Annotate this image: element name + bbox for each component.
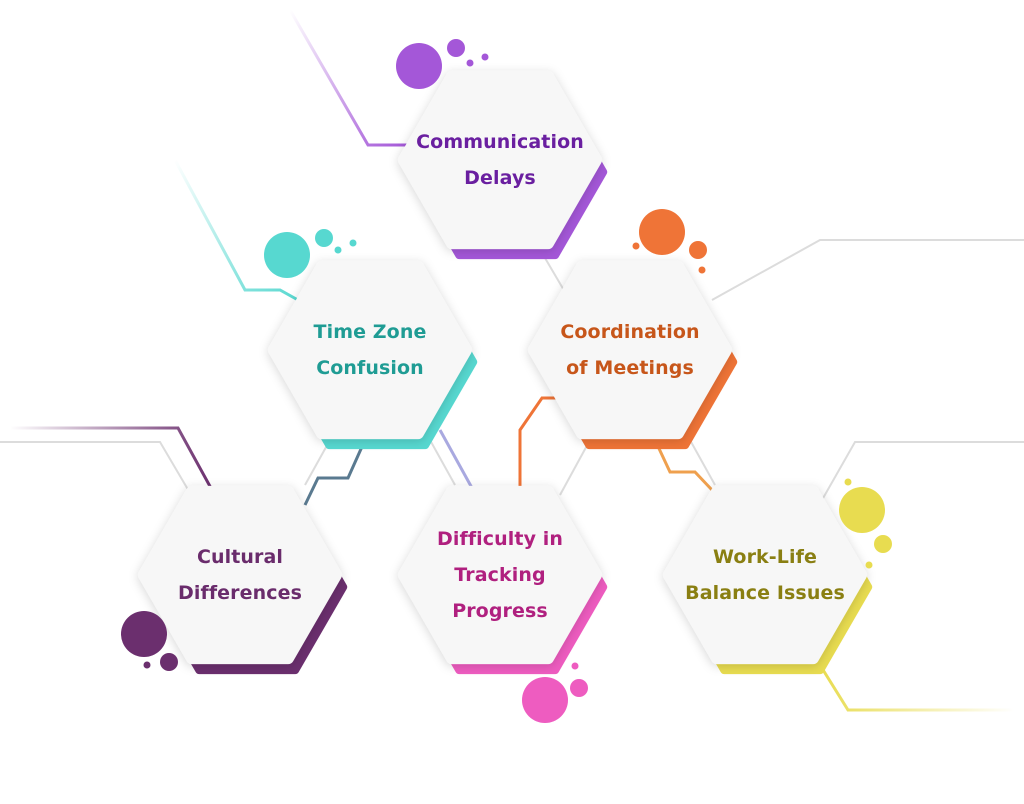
- bubbles-communication: [396, 39, 489, 89]
- hexagon-worklife: [663, 485, 873, 675]
- hexagon-card-icon: [268, 260, 472, 440]
- hexagon-label-line: Cultural: [196, 546, 284, 568]
- line-work: [818, 664, 1014, 712]
- bubbles-tracking: [522, 662, 588, 723]
- hexagon-label-line: of Meetings: [566, 357, 694, 379]
- grey-link-time-cult: [304, 439, 331, 486]
- line-comm: [288, 9, 408, 147]
- hexagon-label-line: Differences: [177, 582, 303, 604]
- hexagon-label-line: Communication: [416, 131, 584, 153]
- grey-link-coord-work: [689, 439, 716, 486]
- hexagon-label-coordination: Coordination of Meetings: [545, 314, 715, 386]
- line-coord-work: [653, 439, 714, 492]
- background-lines: [0, 239, 1024, 511]
- hexagon-label-line: Balance Issues: [685, 582, 845, 604]
- line-time: [173, 159, 299, 302]
- line-track-coord: [518, 396, 562, 490]
- bubbles-timezone: [264, 229, 357, 278]
- bubbles-worklife: [839, 478, 892, 569]
- hexagon-card-icon: [138, 485, 342, 665]
- grey-line-left: [0, 441, 201, 511]
- hexagon-cards: [138, 70, 873, 675]
- line-cult: [10, 426, 214, 491]
- hexagon-communication: [398, 70, 608, 260]
- hexagon-label-line: Delays: [464, 167, 536, 189]
- bubbles-coordination: [632, 209, 707, 274]
- bubbles-cultural: [121, 611, 178, 671]
- hexagon-card-icon: [398, 485, 602, 665]
- line-cult-time: [303, 439, 367, 506]
- hexagon-cultural: [138, 485, 348, 675]
- grey-line-right-mid: [821, 441, 1024, 501]
- grey-link-time-track: [429, 439, 456, 486]
- hexagon-label-line: Confusion: [316, 357, 424, 379]
- hexagon-label-line: Coordination: [560, 321, 700, 343]
- line-time-track: [438, 429, 474, 489]
- hexagon-timezone: [268, 260, 478, 450]
- hexagon-card-icon: [663, 485, 867, 665]
- hexagon-label-line: Progress: [452, 600, 548, 622]
- hexagon-label-line: Difficulty in: [436, 528, 564, 550]
- grey-link-coord-track: [559, 439, 591, 496]
- hexagon-tracking: [398, 485, 608, 675]
- grey-link-comm-coord: [544, 257, 566, 293]
- hexagon-label-line: Tracking: [454, 564, 546, 586]
- grey-line-right-top: [711, 239, 1024, 301]
- hexagon-card-icon: [398, 70, 602, 250]
- hexagon-label-line: Work-Life: [713, 546, 817, 568]
- hexagon-coordination: [528, 260, 738, 450]
- bubbles: [121, 39, 892, 723]
- hexagon-label-line: Time Zone: [313, 321, 427, 343]
- hexagon-card-icon: [528, 260, 732, 440]
- colored-lines: [10, 9, 1014, 712]
